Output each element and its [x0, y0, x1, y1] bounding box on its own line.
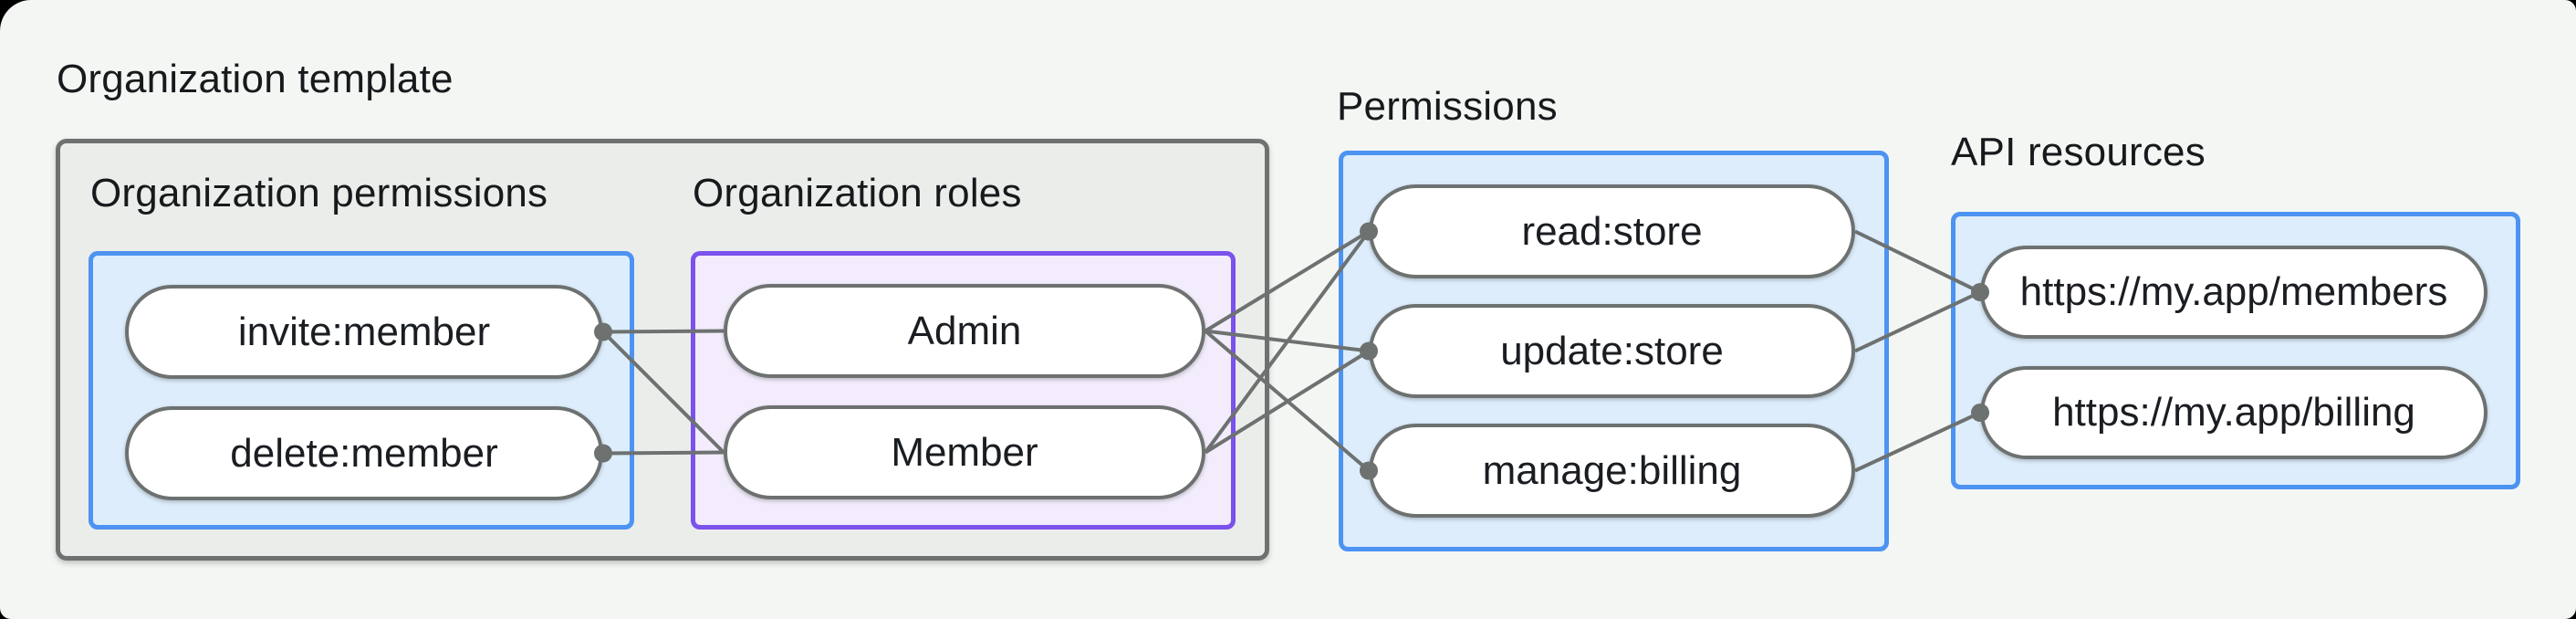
node-update-store: update:store [1369, 304, 1855, 398]
organization-roles-heading: Organization roles [693, 171, 1022, 215]
api-resources-heading: API resources [1951, 130, 2206, 174]
node-admin-role: Admin [724, 284, 1205, 378]
node-member-role: Member [724, 405, 1205, 499]
node-delete-member: delete:member [125, 406, 603, 500]
node-invite-member: invite:member [125, 285, 603, 379]
node-api-members-url: https://my.app/members [1980, 246, 2487, 339]
organization-permissions-heading: Organization permissions [90, 171, 548, 215]
node-api-billing-url: https://my.app/billing [1980, 366, 2487, 459]
organization-template-label: Organization template [57, 57, 454, 101]
node-manage-billing: manage:billing [1369, 424, 1855, 518]
node-read-store: read:store [1369, 184, 1855, 278]
permissions-heading: Permissions [1337, 84, 1558, 129]
